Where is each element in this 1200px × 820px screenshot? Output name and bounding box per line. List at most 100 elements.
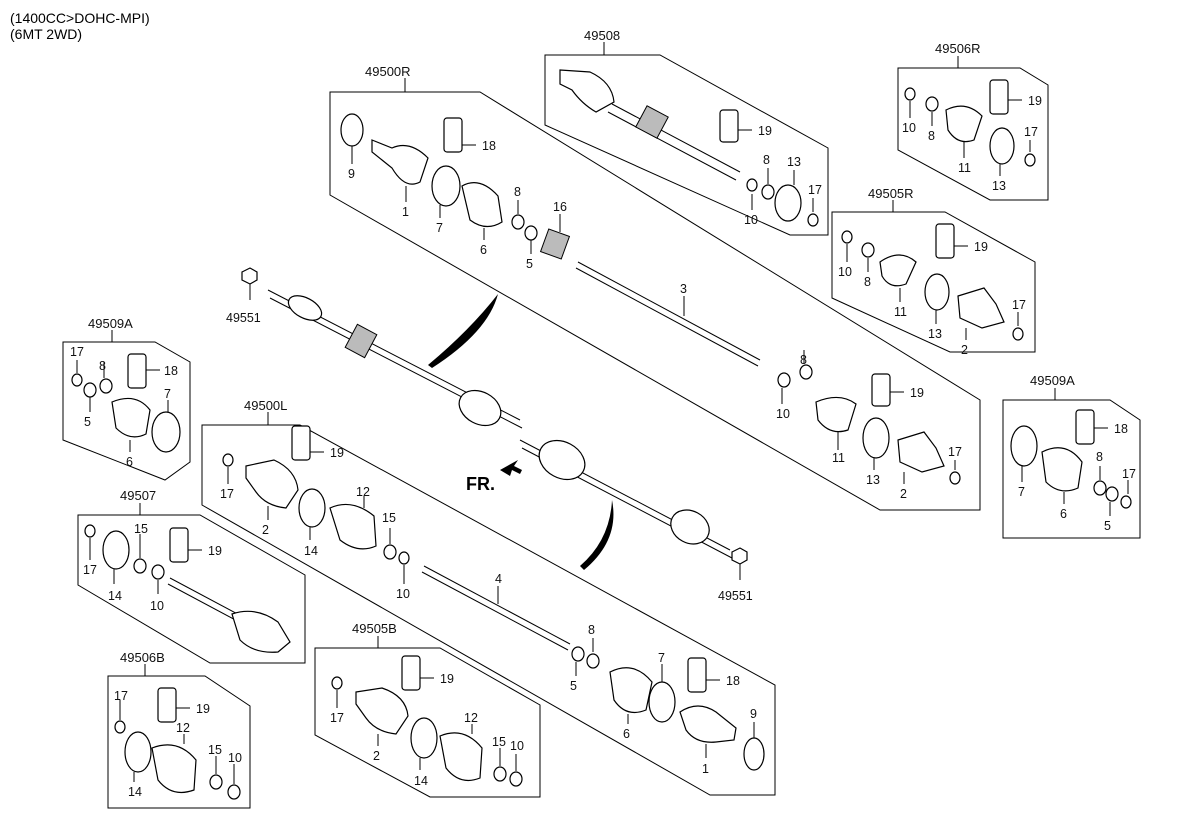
header-engine: (1400CC>DOHC-MPI) <box>10 10 150 26</box>
group-label-49509A-right: 49509A <box>1030 373 1075 388</box>
arrow-lower <box>580 500 614 570</box>
frame-49500L: 49500L <box>201 398 776 796</box>
part-number-label: 13 <box>787 155 801 169</box>
part-number-label: 19 <box>758 124 772 138</box>
part-number-label: 14 <box>108 589 122 603</box>
part-number-label: 17 <box>70 345 84 359</box>
part-number-label: 15 <box>208 743 222 757</box>
part-number-label: 2 <box>961 343 968 357</box>
part-number-label: 8 <box>763 153 770 167</box>
part-number-label: 1 <box>402 205 409 219</box>
frame-49508: 49508 <box>544 28 829 236</box>
part-number-label: 19 <box>208 544 222 558</box>
part-number-label: 8 <box>514 185 521 199</box>
part-number-label: 14 <box>128 785 142 799</box>
part-number-label: 1 <box>702 762 709 776</box>
part-number-label: 17 <box>1122 467 1136 481</box>
group-label-49506R: 49506R <box>935 41 981 56</box>
group-49506R-parts: 10 8 11 19 13 17 <box>902 79 1042 193</box>
part-number-label: 17 <box>1024 125 1038 139</box>
part-number-label: 10 <box>150 599 164 613</box>
group-49500R-parts: 9 1 18 7 6 8 5 16 3 10 8 11 19 13 2 17 <box>340 113 962 501</box>
part-number-label: 11 <box>832 451 845 465</box>
frame-49507: 49507 <box>77 488 306 664</box>
frame-49505R: 49505R <box>831 186 1036 353</box>
group-label-49507: 49507 <box>120 488 156 503</box>
part-number-label: 13 <box>928 327 942 341</box>
group-49506B-parts: 17 19 14 12 15 10 <box>114 687 242 800</box>
part-number-label: 14 <box>414 774 428 788</box>
part-number-label: 8 <box>864 275 871 289</box>
frame-49509A-left: 49509A <box>62 316 191 481</box>
part-number-label: 6 <box>126 455 133 469</box>
part-number-label: 14 <box>304 544 318 558</box>
part-number-label: 15 <box>382 511 396 525</box>
arrow-upper <box>428 294 498 368</box>
frame-49509A-right: 49509A <box>1002 373 1141 539</box>
part-number-label: 13 <box>866 473 880 487</box>
part-number-label: 10 <box>510 739 524 753</box>
group-49507-parts: 17 14 15 19 10 <box>83 522 291 653</box>
part-number-label: 4 <box>495 572 502 586</box>
part-number-label: 7 <box>164 387 171 401</box>
group-label-49506B: 49506B <box>120 650 165 665</box>
part-number-label: 19 <box>330 446 344 460</box>
part-number-label: 17 <box>83 563 97 577</box>
part-number-label: 18 <box>164 364 178 378</box>
part-number-label: 2 <box>262 523 269 537</box>
part-number-label: 9 <box>750 707 757 721</box>
part-number-label: 15 <box>492 735 506 749</box>
group-label-49509A-left: 49509A <box>88 316 133 331</box>
part-number-label: 10 <box>228 751 242 765</box>
group-label-49505B: 49505B <box>352 621 397 636</box>
part-number-label: 17 <box>220 487 234 501</box>
part-number-label: 19 <box>910 386 924 400</box>
part-number-label: 19 <box>196 702 210 716</box>
part-number-label: 12 <box>356 485 370 499</box>
assembled-left-shaft <box>519 439 733 559</box>
assembled-right-shaft <box>267 289 523 429</box>
part-number-label: 7 <box>1018 485 1025 499</box>
part-number-label: 6 <box>480 243 487 257</box>
part-number-label: 7 <box>658 651 665 665</box>
part-number-label: 10 <box>396 587 410 601</box>
part-number-label: 2 <box>373 749 380 763</box>
part-number-label: 2 <box>900 487 907 501</box>
part-number-label: 19 <box>440 672 454 686</box>
frame-49500R: 49500R <box>329 64 981 511</box>
group-49500L-parts: 17 19 2 14 12 15 10 4 5 8 6 7 18 1 9 <box>220 425 765 776</box>
header-transmission: (6MT 2WD) <box>10 26 83 42</box>
part-number-label: 8 <box>800 353 807 367</box>
front-direction-label: FR. <box>466 474 495 494</box>
part-number-label: 19 <box>974 240 988 254</box>
frame-49506R: 49506R <box>897 41 1049 201</box>
nut-49551-top: 49551 <box>226 267 261 325</box>
part-number-label: 8 <box>1096 450 1103 464</box>
part-number-label: 5 <box>84 415 91 429</box>
group-49505B-parts: 17 19 2 14 12 15 10 <box>330 655 524 788</box>
part-number-label: 19 <box>1028 94 1042 108</box>
group-49505R-parts: 10 8 11 19 13 2 17 <box>838 223 1026 357</box>
front-direction-arrow-icon <box>500 460 522 476</box>
part-number-label: 17 <box>1012 298 1026 312</box>
part-number-label: 10 <box>902 121 916 135</box>
part-number-label: 11 <box>958 161 971 175</box>
part-number-label: 11 <box>894 305 907 319</box>
part-number-label: 12 <box>464 711 478 725</box>
part-number-label: 7 <box>436 221 443 235</box>
group-label-49508: 49508 <box>584 28 620 43</box>
part-number-label: 10 <box>744 213 758 227</box>
part-number-label: 15 <box>134 522 148 536</box>
part-number-label: 17 <box>114 689 128 703</box>
group-49509A-right-parts: 7 6 18 8 5 17 <box>1010 409 1136 533</box>
nut-49551-bottom: 49551 <box>718 547 753 603</box>
part-number-label: 16 <box>553 200 567 214</box>
part-number-label: 5 <box>526 257 533 271</box>
part-number-label: 18 <box>1114 422 1128 436</box>
part-number-label: 18 <box>482 139 496 153</box>
group-label-49500L: 49500L <box>244 398 287 413</box>
frame-49506B: 49506B <box>107 650 251 809</box>
part-number-label: 10 <box>776 407 790 421</box>
part-number-label: 6 <box>623 727 630 741</box>
group-49508-parts: 19 8 13 17 10 <box>559 69 822 227</box>
